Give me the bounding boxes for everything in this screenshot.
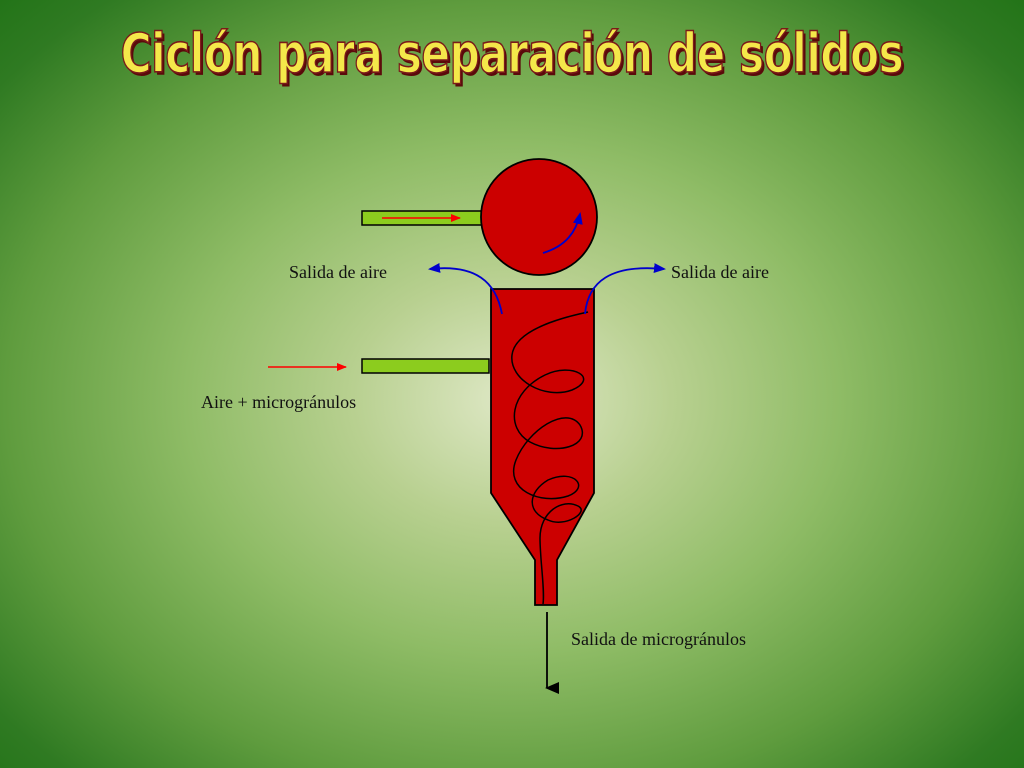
air-exit-left-arrow <box>428 262 503 315</box>
cyclone-top-section <box>480 158 598 276</box>
solids-out-label: Salida de microgránulos <box>571 629 746 649</box>
vortex-spiral <box>511 311 589 605</box>
slide-title: Ciclón para separación de sólidos <box>120 21 904 86</box>
air-out-left-label: Salida de aire <box>289 262 387 282</box>
swirl-arrow <box>542 212 583 254</box>
side-inlet-pipe <box>361 358 490 374</box>
air-in-label: Aire + microgránulos <box>201 392 357 412</box>
air-exit-right-arrow <box>584 263 666 315</box>
air-out-right-label: Salida de aire <box>671 262 769 282</box>
